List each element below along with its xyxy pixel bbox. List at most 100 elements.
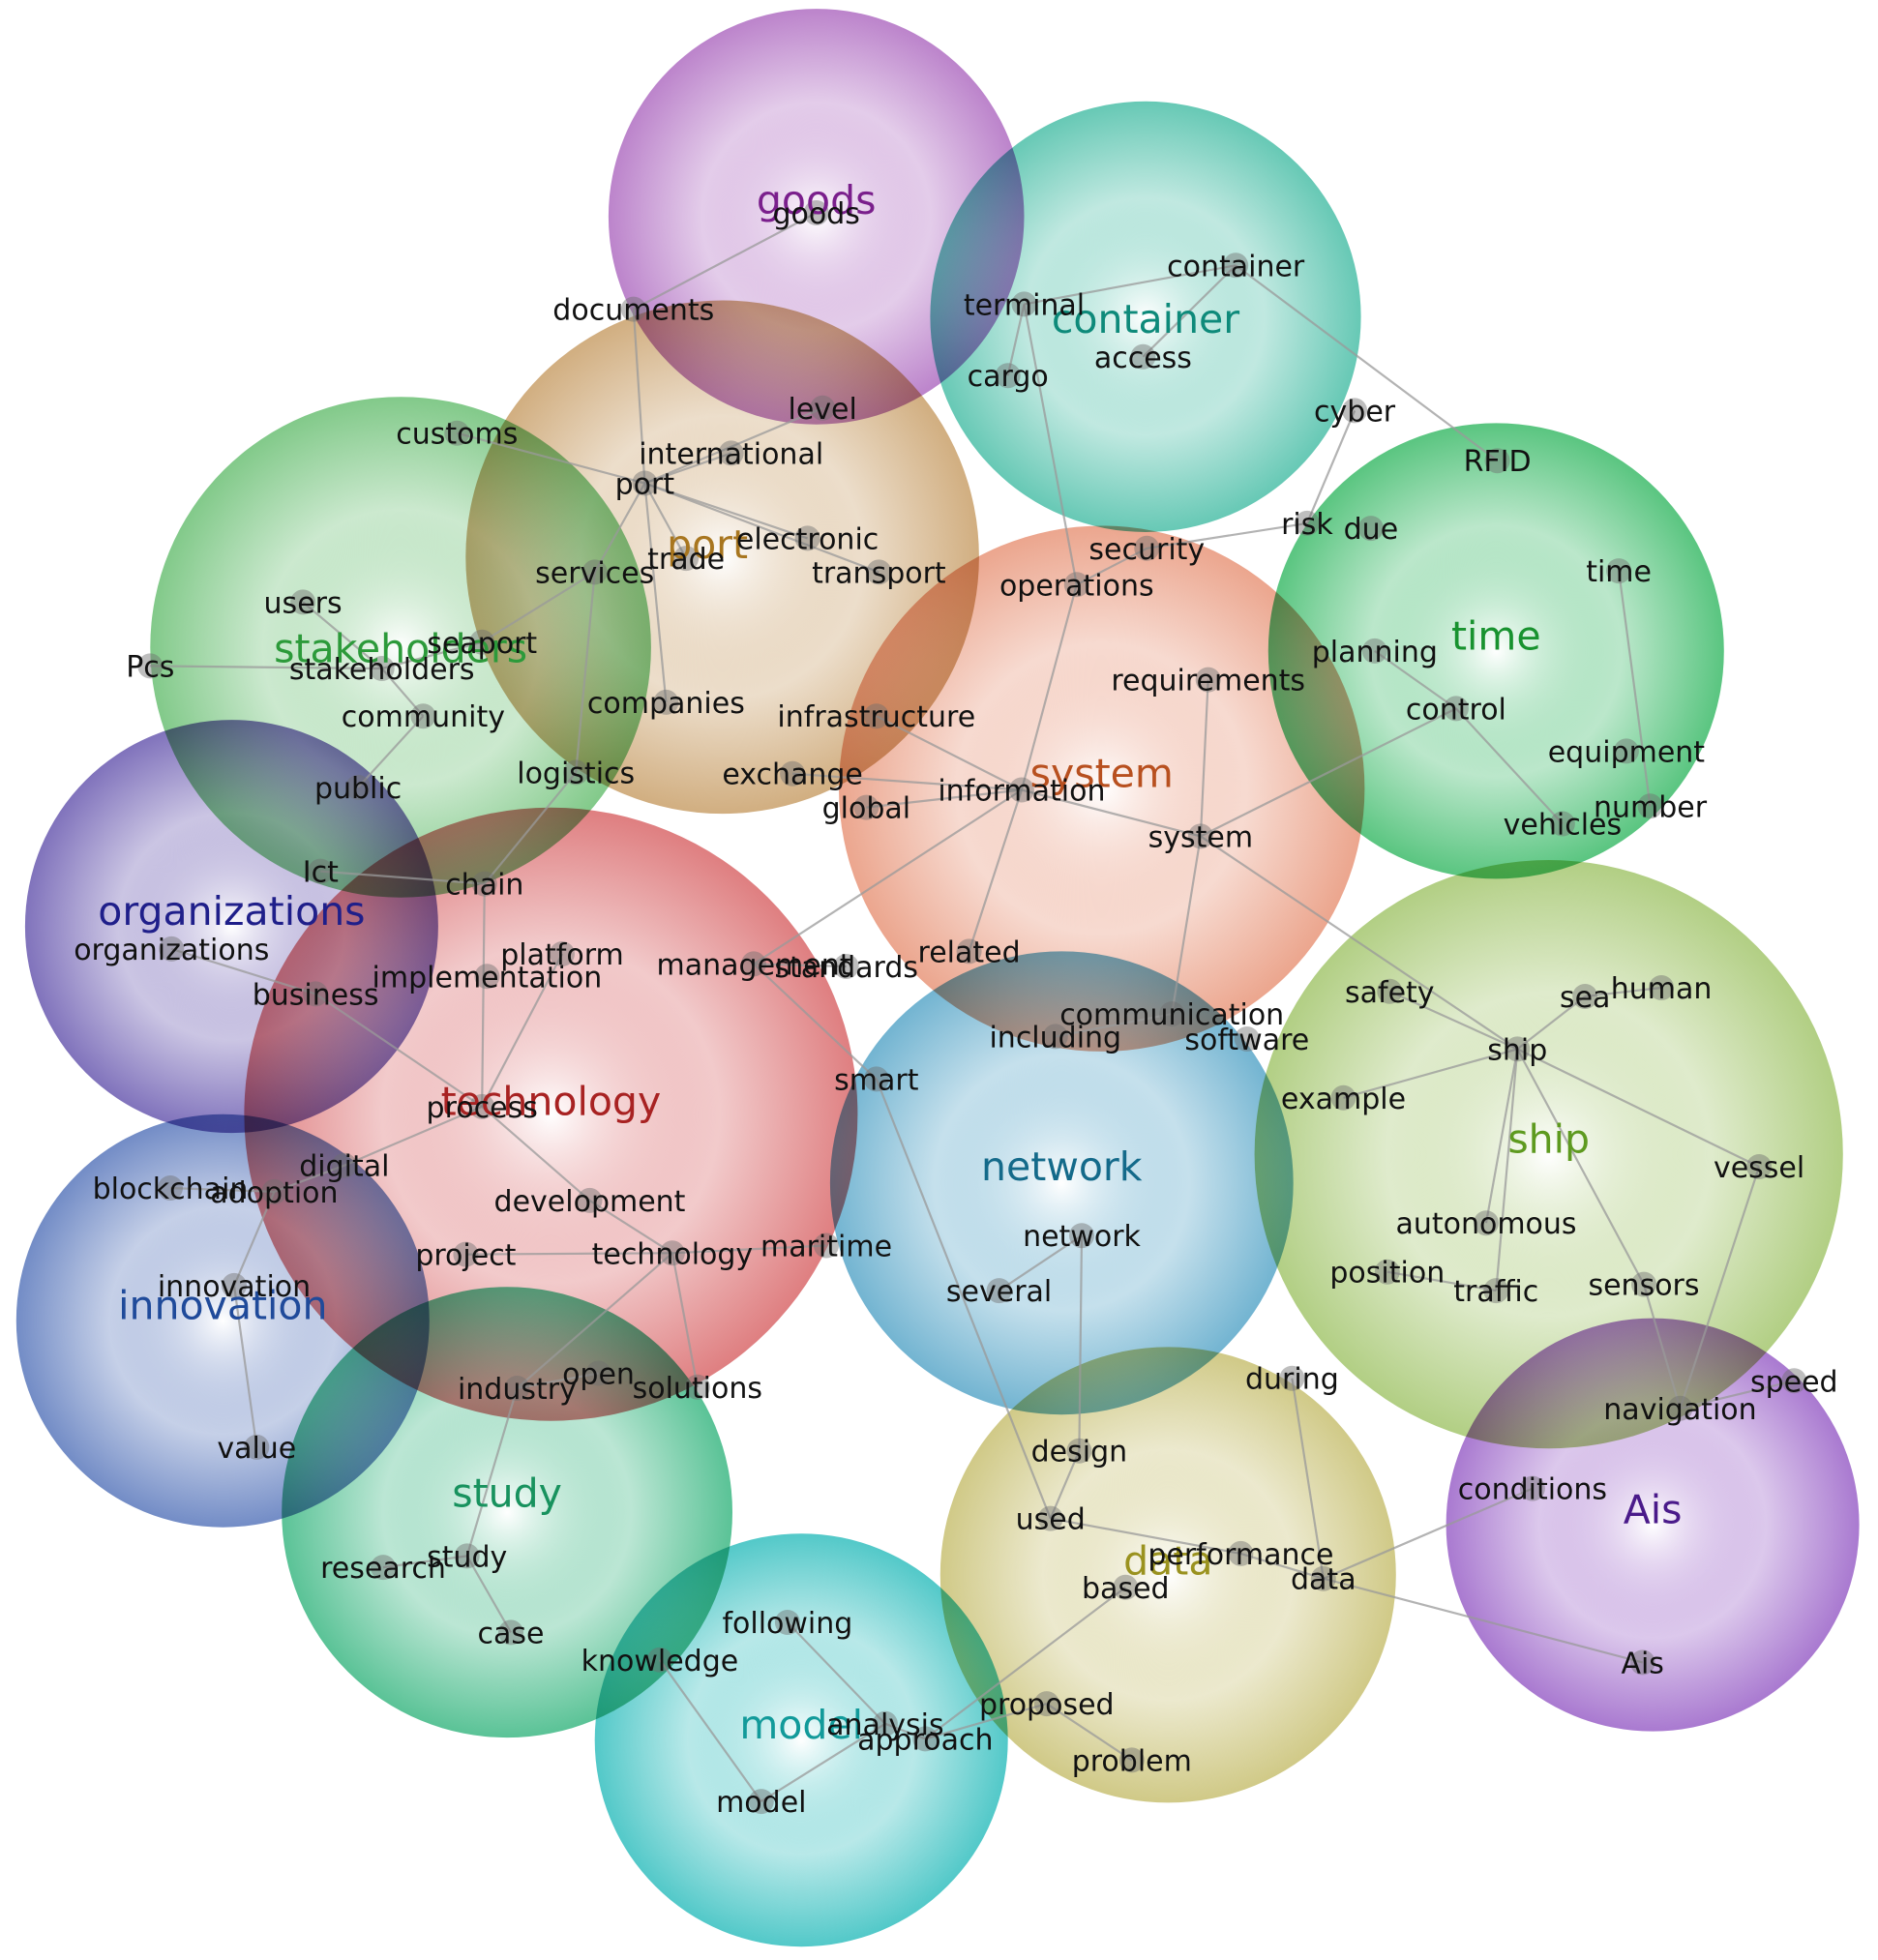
word-label-level: level bbox=[789, 393, 857, 427]
edge-ship-sea bbox=[1516, 995, 1586, 1051]
word-node-innovation bbox=[222, 1272, 247, 1298]
word-node-international bbox=[718, 440, 744, 466]
word-label-implementation: implementation bbox=[373, 961, 603, 995]
word-node-project bbox=[453, 1241, 479, 1267]
edge-development-technology bbox=[588, 1199, 673, 1255]
word-label-traffic: traffic bbox=[1453, 1275, 1538, 1309]
cluster-titles: goodscontainerportstakeholderssystemtime… bbox=[98, 177, 1682, 1748]
word-label-equipment: equipment bbox=[1548, 735, 1706, 769]
edge-services-logistics bbox=[575, 572, 596, 773]
word-label-development: development bbox=[494, 1185, 686, 1219]
word-node-time bbox=[1606, 558, 1632, 584]
edge-ship-vessel bbox=[1516, 1048, 1760, 1168]
edge-ship-traffic bbox=[1495, 1049, 1519, 1292]
edge-terminal-cargo bbox=[1006, 304, 1026, 376]
word-node-approach bbox=[912, 1726, 939, 1752]
word-node-model bbox=[748, 1789, 774, 1815]
word-node-equipment bbox=[1613, 738, 1639, 764]
word-label-speed: speed bbox=[1750, 1365, 1838, 1399]
word-label-documents: documents bbox=[552, 294, 714, 328]
word-node-cyber bbox=[1342, 398, 1368, 424]
edge-information-infrastructure bbox=[876, 715, 1023, 791]
edge-process-digital bbox=[343, 1105, 483, 1167]
word-label-based: based bbox=[1082, 1572, 1170, 1606]
word-node-customs bbox=[444, 420, 470, 446]
word-node-Ais bbox=[1629, 1649, 1655, 1676]
word-node-planning bbox=[1361, 638, 1387, 664]
word-label-standards: standards bbox=[774, 951, 918, 985]
edge-community-public bbox=[357, 715, 425, 788]
word-node-number bbox=[1637, 793, 1663, 819]
word-node-used bbox=[1037, 1505, 1063, 1531]
word-node-position bbox=[1374, 1259, 1400, 1285]
edge-documents-port bbox=[632, 309, 646, 484]
edge-port-trade bbox=[643, 482, 688, 559]
word-label-adoption: adoption bbox=[210, 1176, 338, 1210]
word-node-global bbox=[853, 794, 879, 820]
edge-approach-analysis bbox=[884, 1722, 926, 1740]
word-label-international: international bbox=[639, 437, 823, 471]
word-label-RFID: RFID bbox=[1464, 445, 1532, 479]
word-node-container bbox=[1223, 252, 1249, 279]
edge-navigation-speed bbox=[1680, 1380, 1795, 1410]
word-label-services: services bbox=[535, 556, 654, 590]
word-node-risk bbox=[1294, 510, 1320, 536]
word-node-platform bbox=[550, 941, 575, 966]
word-label-vessel: vessel bbox=[1714, 1151, 1804, 1185]
word-label-sensors: sensors bbox=[1588, 1269, 1699, 1303]
edge-container-access bbox=[1142, 264, 1237, 358]
edge-approach-proposed bbox=[924, 1703, 1048, 1740]
word-label-community: community bbox=[342, 700, 505, 734]
word-label-human: human bbox=[1611, 972, 1713, 1006]
word-label-goods: goods bbox=[772, 197, 859, 231]
word-node-blockchain bbox=[158, 1175, 183, 1201]
word-label-ship: ship bbox=[1487, 1033, 1547, 1067]
edge-information-management bbox=[753, 788, 1023, 965]
word-node-research bbox=[371, 1555, 396, 1581]
word-node-technology bbox=[659, 1240, 685, 1266]
edge-port-level bbox=[643, 406, 823, 485]
word-label-innovation: innovation bbox=[158, 1270, 311, 1304]
word-node-digital bbox=[331, 1152, 357, 1178]
word-label-proposed: proposed bbox=[979, 1688, 1115, 1722]
edge-data-Ais bbox=[1323, 1577, 1643, 1664]
word-node-traffic bbox=[1483, 1278, 1509, 1304]
word-node-electronic bbox=[794, 525, 820, 551]
word-label-terminal: terminal bbox=[964, 288, 1085, 322]
cluster-title-technology: technology bbox=[441, 1079, 662, 1125]
word-label-exchange: exchange bbox=[722, 758, 863, 792]
edge-data-conditions bbox=[1323, 1487, 1534, 1580]
edge-terminal-operations bbox=[1023, 304, 1078, 585]
word-node-transport bbox=[866, 559, 892, 585]
word-label-users: users bbox=[264, 586, 343, 620]
word-node-Pcs bbox=[137, 653, 164, 679]
edge-ship-safety bbox=[1388, 990, 1518, 1051]
word-label-access: access bbox=[1094, 342, 1192, 375]
word-node-information bbox=[1008, 777, 1034, 803]
word-label-position: position bbox=[1329, 1257, 1445, 1291]
word-node-stakeholders bbox=[369, 656, 395, 681]
word-node-analysis bbox=[872, 1710, 898, 1737]
word-label-stakeholders: stakeholders bbox=[289, 653, 475, 687]
edge-management-smart bbox=[753, 963, 878, 1081]
cluster-title-network: network bbox=[981, 1143, 1143, 1190]
word-node-ship bbox=[1505, 1036, 1531, 1062]
word-label-system: system bbox=[1148, 820, 1253, 854]
word-node-smart bbox=[863, 1066, 889, 1092]
word-label-electronic: electronic bbox=[736, 522, 879, 556]
word-label-maritime: maritime bbox=[760, 1231, 892, 1264]
word-node-community bbox=[410, 703, 436, 729]
cluster-bubble-time bbox=[1267, 423, 1724, 879]
edge-data-during bbox=[1291, 1378, 1325, 1579]
word-node-navigation bbox=[1667, 1395, 1693, 1421]
word-label-planning: planning bbox=[1312, 636, 1438, 669]
edge-traffic-position bbox=[1386, 1270, 1497, 1292]
word-label-data: data bbox=[1291, 1563, 1356, 1597]
edge-cyber-risk bbox=[1305, 409, 1356, 524]
edge-port-international bbox=[644, 452, 732, 485]
word-node-communication bbox=[1159, 1001, 1185, 1027]
edge-performance-data bbox=[1240, 1552, 1325, 1580]
edge-information-exchange bbox=[792, 772, 1022, 791]
word-label-safety: safety bbox=[1345, 976, 1435, 1010]
